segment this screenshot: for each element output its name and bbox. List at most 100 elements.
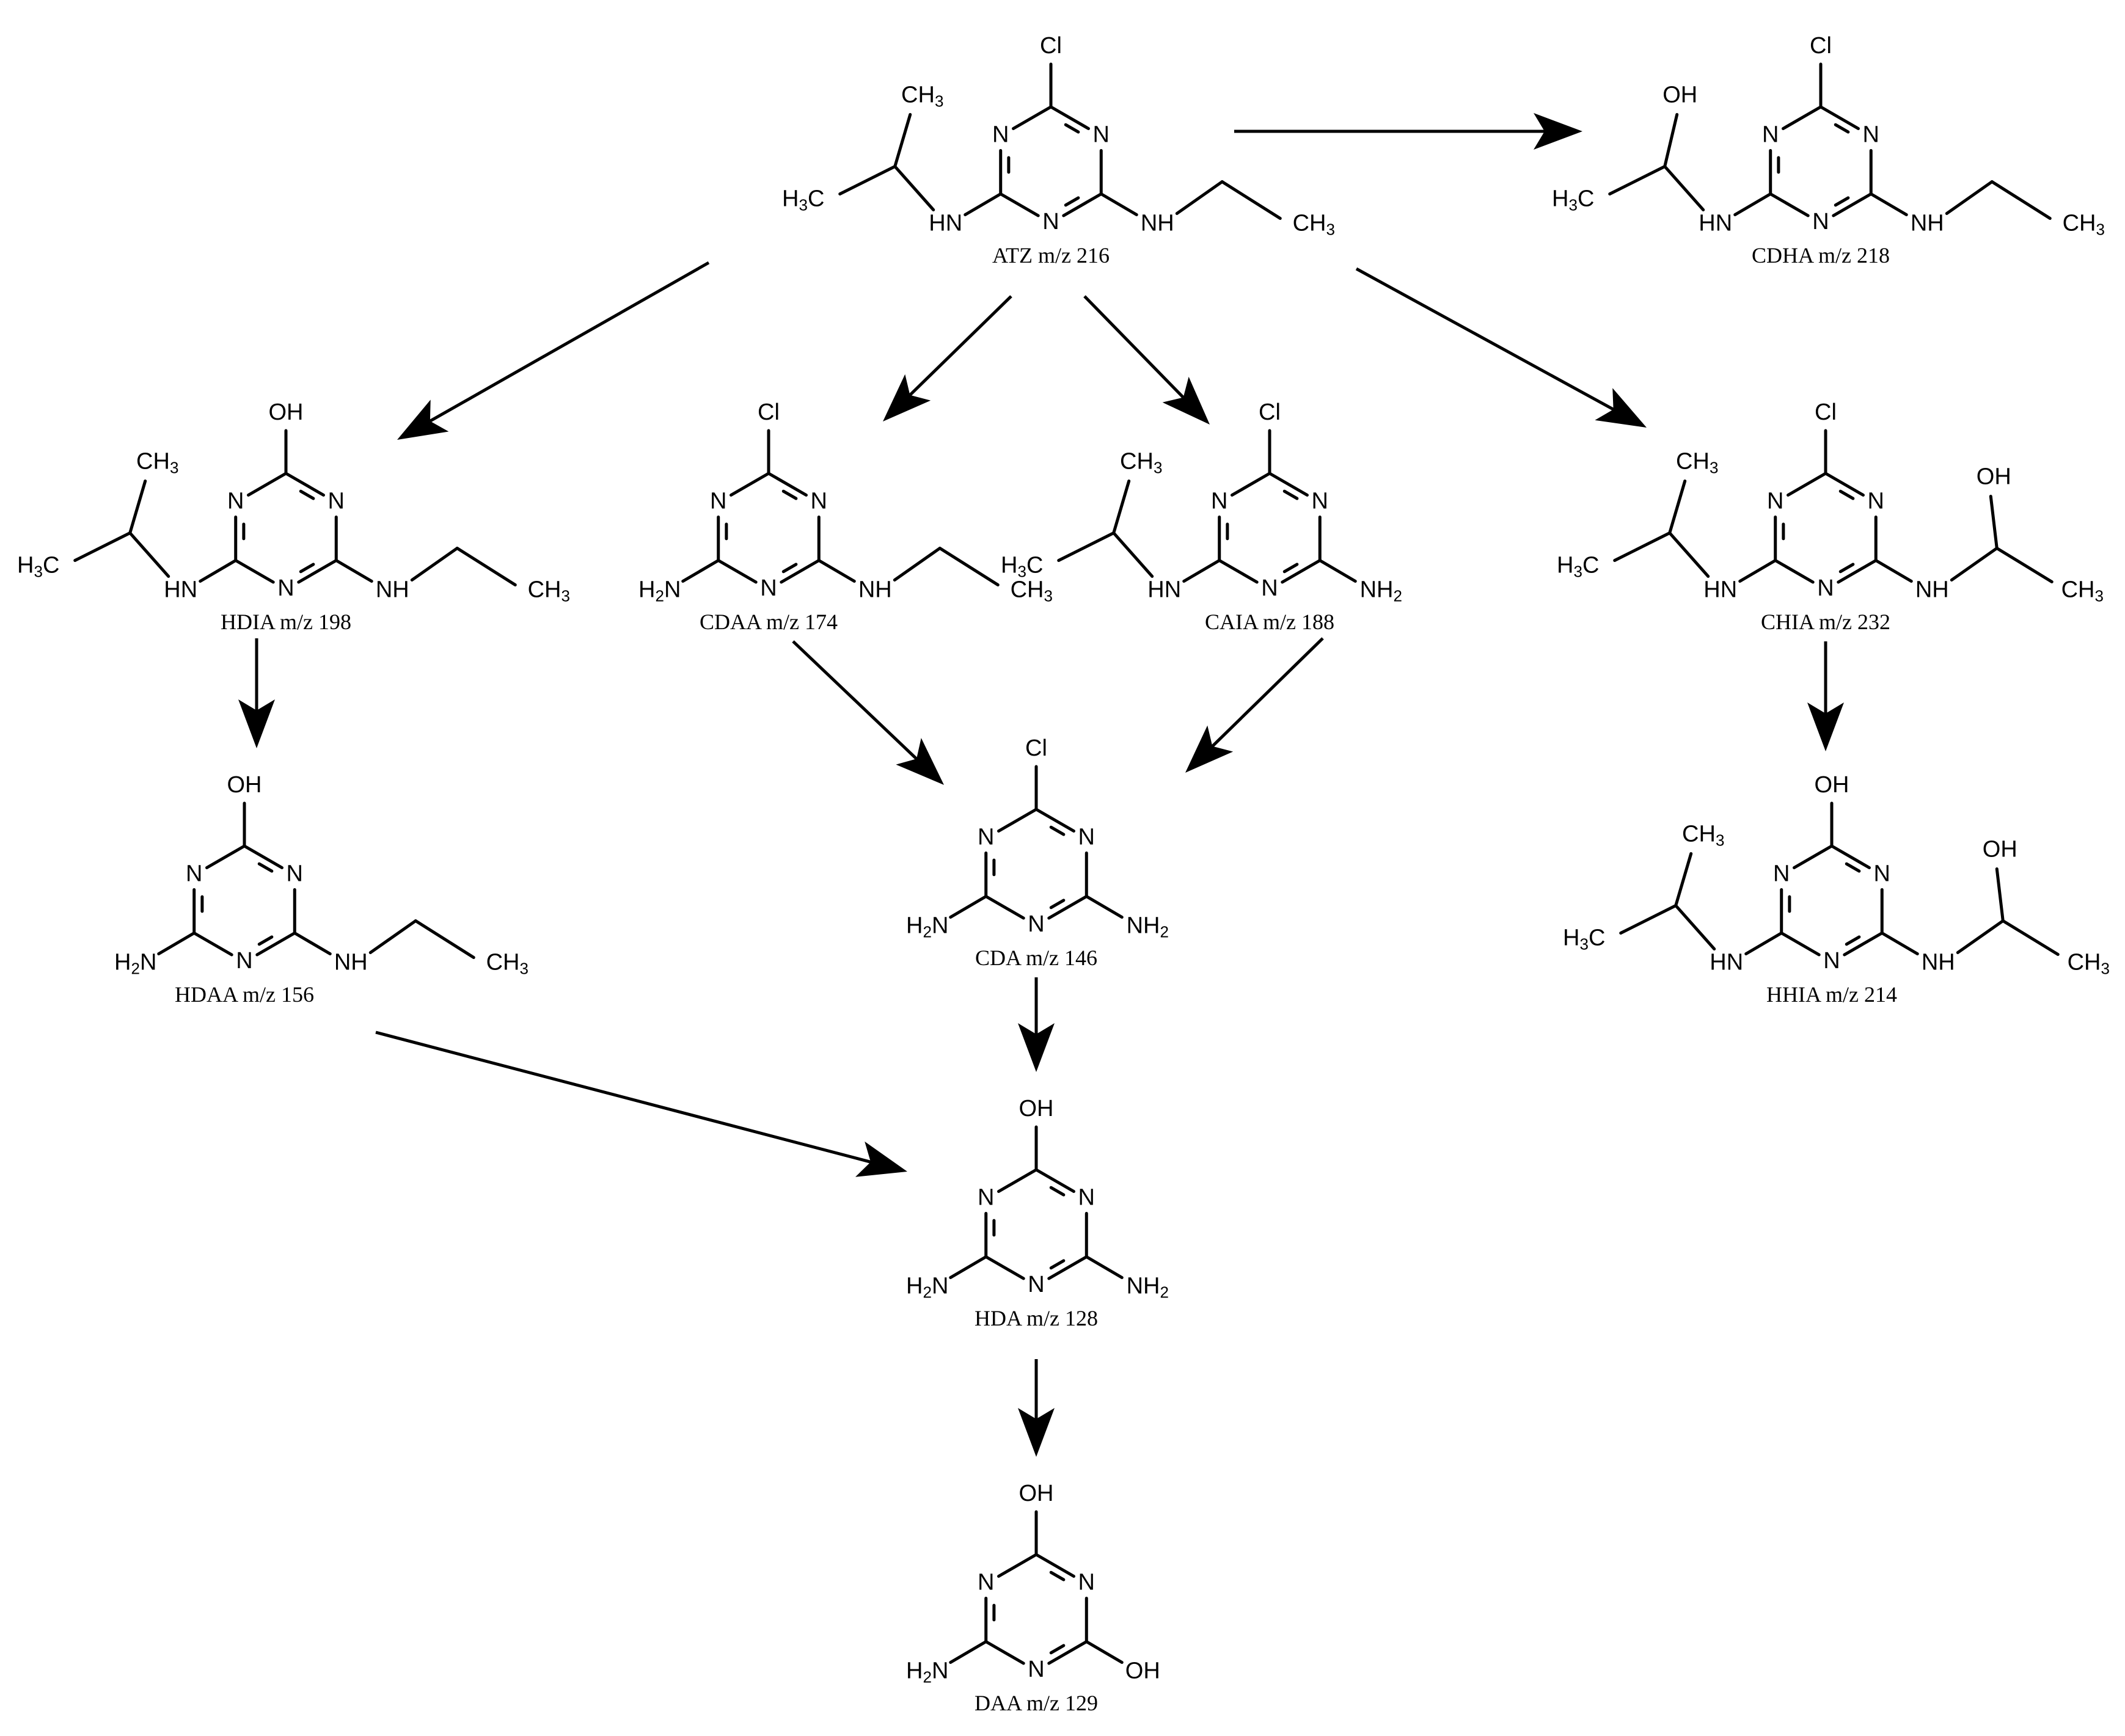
- ring-nitrogen: N: [1863, 122, 1879, 148]
- ring-bond: [1218, 559, 1259, 584]
- ring-bond: [767, 472, 808, 497]
- ring-double-bond: [781, 563, 798, 574]
- arrow-hdia-hdaa: [238, 638, 275, 748]
- methyl-group: CH3: [1676, 449, 1718, 477]
- arrow-atz-caia: [1083, 295, 1210, 425]
- amino-group: H2N: [114, 950, 156, 978]
- substituent-bond: [334, 559, 373, 583]
- chain-bond: [1956, 919, 2005, 954]
- compound-caption-caia: CAIA m/z 188: [1205, 610, 1334, 634]
- ring-nitrogen: N: [1773, 861, 1790, 887]
- substituent-bond: [1880, 932, 1919, 955]
- methyl-group: CH3: [136, 449, 178, 477]
- substituent-bond: [1733, 192, 1772, 216]
- ring-nitrogen: N: [1078, 825, 1095, 850]
- ring-nitrogen: N: [277, 575, 294, 601]
- chain-bond: [1668, 531, 1710, 578]
- chain-bond: [128, 531, 170, 578]
- arrow-head: [1018, 1408, 1055, 1457]
- hydroxyl-group: OH: [1815, 772, 1849, 798]
- methyl-group: H3C: [1557, 553, 1599, 581]
- ring-double-bond: [257, 935, 274, 946]
- chain-bond: [1057, 531, 1116, 562]
- arrow-head: [1534, 113, 1582, 150]
- methyl-group: CH3: [1293, 211, 1335, 239]
- amino-group: NH2: [1127, 1274, 1169, 1302]
- chlorine-atom: Cl: [758, 399, 780, 425]
- arrow-shaft: [375, 1030, 871, 1164]
- chain-bond: [1674, 904, 1716, 950]
- ring-double-bond: [1838, 563, 1855, 574]
- compound-caption-cdaa: CDAA m/z 174: [700, 610, 838, 634]
- chain-bond: [1945, 180, 1994, 215]
- amino-group: H2N: [906, 1274, 948, 1302]
- ring-double-bond: [1049, 1570, 1066, 1581]
- amine-nh: NH: [1141, 211, 1174, 236]
- arrow-chia-hhia: [1807, 641, 1844, 751]
- compound-caption-cdha: CDHA m/z 218: [1752, 243, 1890, 268]
- substituent-bond: [681, 559, 720, 583]
- chain-bond: [128, 480, 147, 534]
- hydroxyl-group: OH: [269, 399, 304, 425]
- chain-bond: [893, 547, 942, 582]
- ring-bond: [1034, 1168, 1075, 1193]
- ring-bond: [1830, 844, 1871, 869]
- ring-bond: [997, 1168, 1038, 1193]
- ring-double-bond: [299, 489, 315, 500]
- substituent-bond: [1874, 559, 1913, 583]
- ring-bond: [1843, 932, 1884, 957]
- ring-nitrogen: N: [1312, 489, 1328, 514]
- chain-bond: [1619, 904, 1678, 935]
- arrow-head: [896, 738, 944, 785]
- ring-nitrogen: N: [236, 948, 252, 974]
- ring-nitrogen: N: [1817, 575, 1834, 601]
- methyl-group: CH3: [528, 577, 570, 605]
- compound-caption-atz: ATZ m/z 216: [992, 243, 1110, 268]
- chain-bond: [893, 165, 935, 211]
- arrow-shaft: [909, 295, 1012, 396]
- chain-bond: [1990, 180, 2052, 220]
- arrow-head: [855, 1141, 907, 1177]
- ring-nitrogen: N: [227, 489, 244, 514]
- arrow-shaft: [1083, 295, 1185, 399]
- arrow-cdaa-cda: [792, 640, 944, 785]
- ring-bond: [1832, 192, 1873, 217]
- compound-caption-hdia: HDIA m/z 198: [221, 610, 351, 634]
- ring-double-bond: [1049, 899, 1066, 910]
- arrow-atz-chia: [1355, 267, 1647, 428]
- hydroxyl-group: OH: [1019, 1481, 1054, 1506]
- amino-group: NH2: [1127, 913, 1169, 941]
- ring-bond: [984, 1640, 1025, 1665]
- ring-nitrogen: N: [978, 1185, 994, 1211]
- methyl-group: H3C: [782, 186, 824, 214]
- ring-nitrogen: N: [1762, 122, 1779, 148]
- substituent-bond: [1738, 559, 1777, 583]
- chain-bond: [938, 547, 1000, 586]
- ring-double-bond: [1282, 563, 1299, 574]
- ring-bond: [1782, 105, 1823, 130]
- methyl-group: CH3: [486, 950, 529, 978]
- arrow-shaft: [429, 261, 710, 423]
- ring-double-bond: [781, 489, 798, 500]
- ring-nitrogen: N: [1028, 1272, 1044, 1297]
- ring-double-bond: [1064, 196, 1080, 207]
- methyl-group: CH3: [2063, 211, 2105, 239]
- ring-double-bond: [1049, 1644, 1066, 1655]
- amine-nh: NH: [1915, 577, 1949, 603]
- substituent-bond: [949, 1255, 988, 1279]
- ring-double-bond: [257, 862, 274, 873]
- amine-nh: HN: [1699, 211, 1732, 236]
- ring-bond: [1769, 192, 1810, 217]
- arrow-atz-hdia: [397, 261, 710, 440]
- ring-bond: [1837, 559, 1878, 584]
- ring-nitrogen: N: [1028, 1657, 1044, 1682]
- methyl-group: H3C: [1563, 925, 1605, 954]
- ring-bond: [1231, 472, 1271, 497]
- substituent-bond: [1869, 192, 1908, 216]
- ring-double-bond: [299, 563, 315, 574]
- ring-bond: [284, 472, 325, 497]
